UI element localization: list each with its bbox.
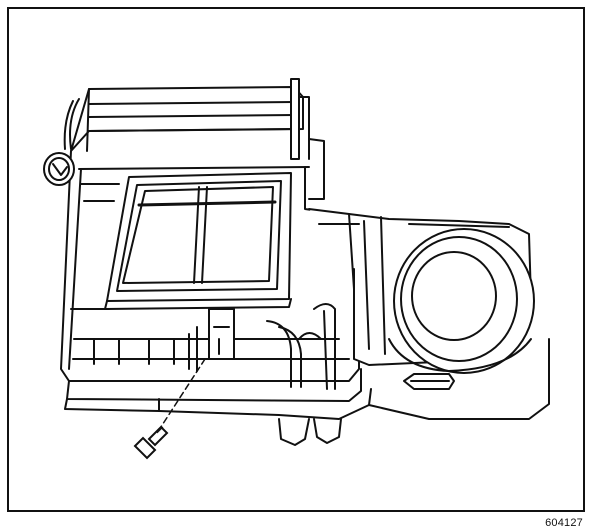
hvac-module-diagram [43,78,550,460]
mounting-screw-icon [133,425,169,460]
upper-housing [70,78,325,202]
screw-leader-line [156,358,206,434]
lower-base [64,308,550,446]
vacuum-actuator [43,98,80,186]
figure-number: 604127 [545,517,583,529]
heater-pipes [266,303,336,390]
blower-motor [388,228,535,390]
figure-frame [7,7,585,512]
filter-access-door [104,172,292,310]
